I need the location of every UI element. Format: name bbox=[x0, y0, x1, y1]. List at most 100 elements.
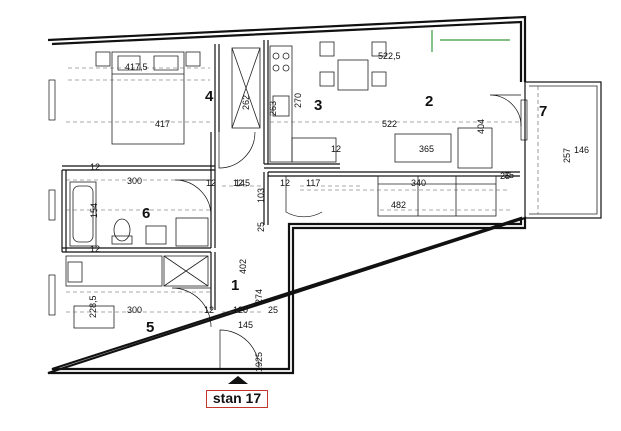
dimension-label: 417,5 bbox=[125, 62, 148, 72]
dimension-label: 522,5 bbox=[378, 51, 401, 61]
balcony-inner bbox=[529, 85, 598, 215]
dimension-label: 263 bbox=[268, 101, 278, 116]
dimension-label: 25 bbox=[256, 222, 266, 232]
washbasin bbox=[145, 225, 167, 245]
desk bbox=[73, 305, 115, 329]
partition-room4-bottom bbox=[62, 165, 215, 171]
partition-hall-right bbox=[263, 172, 269, 225]
coffee-table bbox=[394, 133, 452, 163]
dimension-label: 12 bbox=[280, 178, 290, 188]
entrance-arrow bbox=[228, 376, 248, 384]
kitchen-counter-bottom bbox=[291, 137, 337, 163]
balcony-outline bbox=[524, 81, 602, 219]
apartment-label-text: stan 17 bbox=[212, 390, 262, 406]
room-number: 1 bbox=[231, 277, 239, 294]
dimension-label: 257 bbox=[562, 148, 572, 163]
chair bbox=[371, 41, 387, 57]
dimension-label: 12 bbox=[331, 144, 341, 154]
dimension-label: 417 bbox=[155, 119, 170, 129]
bed bbox=[111, 51, 185, 145]
bathtub-inner bbox=[72, 185, 94, 243]
dimension-label: 402 bbox=[238, 259, 248, 274]
toilet-tank bbox=[111, 235, 133, 245]
hob-ring bbox=[282, 52, 290, 60]
dimension-label: 482 bbox=[391, 200, 406, 210]
cabinet bbox=[175, 217, 209, 247]
sink bbox=[272, 95, 290, 117]
dimension-label: 12 bbox=[90, 244, 100, 254]
dimension-label: 228,5 bbox=[88, 295, 98, 318]
wardrobe-cross bbox=[231, 47, 261, 129]
bathtub bbox=[69, 181, 97, 247]
room-number: 3 bbox=[314, 97, 322, 114]
apartment-label: stan 17 bbox=[206, 390, 268, 408]
dimension-label: 117 bbox=[306, 178, 320, 188]
window bbox=[520, 99, 528, 141]
dimension-label: 404 bbox=[476, 119, 486, 134]
dimension-label: 25 bbox=[254, 352, 264, 362]
dimension-label: 274 bbox=[254, 289, 264, 304]
dimension-label: 103 bbox=[256, 188, 266, 203]
sofa bbox=[377, 175, 497, 217]
shower-cross bbox=[163, 255, 209, 287]
dimension-label: 25 bbox=[504, 170, 514, 180]
partition-kitchen bbox=[263, 40, 340, 169]
window bbox=[48, 79, 56, 121]
dimension-label: 270 bbox=[293, 93, 303, 108]
room-number: 4 bbox=[205, 88, 214, 105]
room-number: 7 bbox=[539, 103, 547, 120]
window bbox=[48, 274, 56, 316]
dimension-label: 340 bbox=[411, 178, 426, 188]
door-room4 bbox=[218, 131, 256, 169]
dimension-lines bbox=[66, 86, 539, 313]
dimension-label: 25 bbox=[500, 171, 510, 181]
dimension-label: 12 bbox=[233, 178, 243, 188]
door-balcony bbox=[489, 94, 522, 127]
chair bbox=[371, 71, 387, 87]
hob-ring bbox=[272, 52, 280, 60]
nightstand bbox=[95, 51, 111, 67]
dimension-label: 12 bbox=[206, 178, 216, 188]
partition-room6-bottom bbox=[62, 247, 211, 253]
shower bbox=[163, 255, 209, 287]
room-number: 5 bbox=[146, 319, 154, 336]
partition-room5-left bbox=[61, 170, 67, 252]
dimension-label: 365 bbox=[419, 144, 434, 154]
dining-table bbox=[337, 59, 369, 91]
nightstand bbox=[185, 51, 201, 67]
wardrobe bbox=[231, 47, 261, 129]
dimension-label: 145 bbox=[238, 320, 253, 330]
partition-room4-right bbox=[214, 44, 220, 132]
dimension-label: 145 bbox=[235, 178, 250, 188]
dimension-label: 12 bbox=[90, 162, 100, 172]
partition-hall-living bbox=[268, 171, 520, 177]
dimension-label: 154 bbox=[89, 203, 99, 218]
dimension-label: 262 bbox=[241, 95, 251, 110]
partition-hall-left bbox=[210, 132, 216, 248]
dimension-label: 300 bbox=[127, 305, 142, 315]
door-living bbox=[285, 176, 323, 218]
room-number: 2 bbox=[425, 93, 433, 110]
hob-ring bbox=[272, 64, 280, 72]
washer bbox=[67, 261, 83, 283]
kitchen-counter bbox=[269, 45, 293, 163]
toilet bbox=[113, 218, 131, 242]
chair bbox=[319, 71, 335, 87]
dimension-label: 19 bbox=[254, 362, 264, 372]
dimension-label: 522 bbox=[382, 119, 397, 129]
outer-wall bbox=[47, 15, 527, 375]
hob-ring bbox=[282, 64, 290, 72]
partition-room5-right bbox=[210, 252, 216, 310]
dimension-label: 146 bbox=[574, 145, 589, 155]
door-room6 bbox=[174, 179, 212, 217]
dimension-label: 25 bbox=[268, 305, 278, 315]
bathtub bbox=[65, 255, 163, 287]
bed-pillow bbox=[112, 55, 184, 75]
door-room5 bbox=[171, 287, 212, 328]
chair bbox=[319, 41, 335, 57]
sofa-cushions bbox=[378, 176, 496, 216]
room-number: 6 bbox=[142, 205, 150, 222]
window bbox=[48, 189, 56, 221]
dash-line bbox=[68, 67, 210, 81]
